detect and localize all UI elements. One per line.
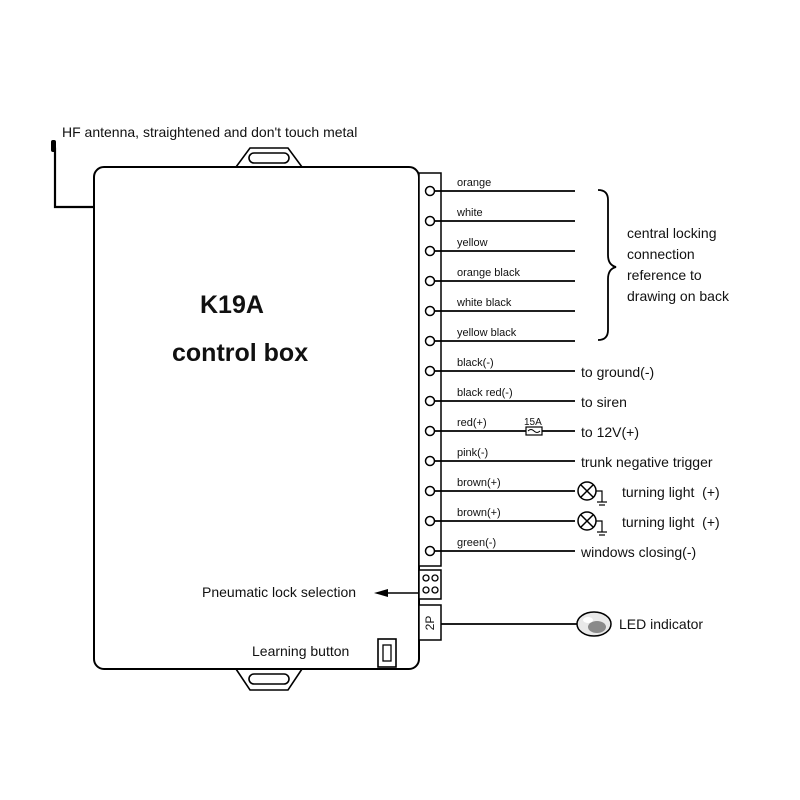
fuse-label: 15A <box>524 417 542 428</box>
led-indicator <box>576 611 612 637</box>
wire-terminal <box>424 485 436 497</box>
antenna <box>51 140 94 209</box>
wire-label: black red(-) <box>457 387 513 399</box>
central-locking-note-1: central locking <box>627 225 717 241</box>
box-model: K19A <box>200 291 264 319</box>
wire-label: white black <box>456 297 512 309</box>
wire-label: brown(+) <box>457 507 501 519</box>
ground-lead <box>596 520 603 532</box>
wire-label: brown(+) <box>457 477 501 489</box>
wire-terminal <box>424 335 436 347</box>
fuse-element <box>527 429 541 433</box>
connector-2p-label: 2P <box>423 616 437 631</box>
wire-label: green(-) <box>457 537 496 549</box>
wire-terminal <box>424 455 436 467</box>
bottom-mounting-tab <box>235 668 303 691</box>
wire-terminal <box>424 545 436 557</box>
wire-terminal <box>424 245 436 257</box>
wire-terminal <box>424 425 436 437</box>
wire-label: orange black <box>457 267 520 279</box>
learning-label: Learning button <box>252 643 349 659</box>
box-name: control box <box>172 339 308 367</box>
pneumatic-jumper[interactable] <box>418 569 442 600</box>
wire-destination: to 12V(+) <box>581 424 639 440</box>
wire-list: orange white yellow orange black white black… <box>424 177 720 560</box>
led-label: LED indicator <box>619 616 703 632</box>
wire-label: yellow black <box>457 327 517 339</box>
wire-destination: windows closing(-) <box>580 544 696 560</box>
connector-2p <box>418 604 442 641</box>
wire-label: black(-) <box>457 357 494 369</box>
wire-destination: turning light (+) <box>622 484 720 500</box>
wire-terminal <box>424 365 436 377</box>
wire-label: red(+) <box>457 417 487 429</box>
wire-terminal <box>424 215 436 227</box>
pneumatic-arrow <box>374 589 419 597</box>
wire-destination: trunk negative trigger <box>581 454 713 470</box>
pneumatic-label: Pneumatic lock selection <box>202 584 356 600</box>
wire-terminal <box>424 305 436 317</box>
learning-button[interactable] <box>377 638 397 668</box>
wire-destination: to ground(-) <box>581 364 654 380</box>
wire-destination: turning light (+) <box>622 514 720 530</box>
central-locking-note-3: reference to <box>627 267 702 283</box>
central-locking-note-2: connection <box>627 246 695 262</box>
central-locking-note-4: drawing on back <box>627 288 730 304</box>
antenna-note: HF antenna, straightened and don't touch… <box>62 124 357 140</box>
wire-label: yellow <box>457 237 488 249</box>
ground-lead <box>596 490 603 502</box>
top-mounting-tab <box>235 147 303 168</box>
wire-terminal <box>424 185 436 197</box>
wire-terminal <box>424 395 436 407</box>
central-locking-brace <box>597 189 617 341</box>
lamp-cross <box>580 484 594 498</box>
lamp-cross <box>580 514 594 528</box>
wire-label: pink(-) <box>457 447 488 459</box>
wire-label: orange <box>457 177 491 189</box>
wire-terminal <box>424 275 436 287</box>
wire-destination: to siren <box>581 394 627 410</box>
wire-terminal <box>424 515 436 527</box>
wire-label: white <box>456 207 483 219</box>
